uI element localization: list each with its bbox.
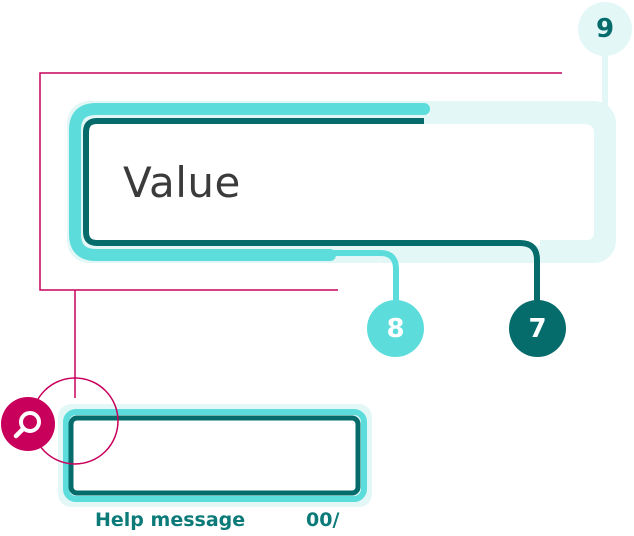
field-value-text: Value: [123, 158, 241, 207]
callout-badge-outline: 7: [509, 300, 566, 357]
focus-ring-connector: [424, 118, 600, 246]
search-icon: [13, 411, 41, 439]
help-message: Help message: [95, 509, 246, 531]
measure-bracket: [39, 72, 562, 291]
small-field-active: [63, 409, 367, 502]
text-field-outline: [83, 118, 540, 302]
text-field-body: [86, 121, 597, 246]
callout-badge-focus-ring: 9: [578, 2, 632, 56]
active-indicator-connector: [330, 250, 399, 302]
zoom-badge: [1, 397, 55, 451]
callout-badge-active-indicator: 8: [367, 300, 424, 357]
small-field-outline: [68, 415, 361, 496]
character-counter: 00/: [306, 509, 340, 531]
focus-ring-bright: [69, 103, 430, 261]
